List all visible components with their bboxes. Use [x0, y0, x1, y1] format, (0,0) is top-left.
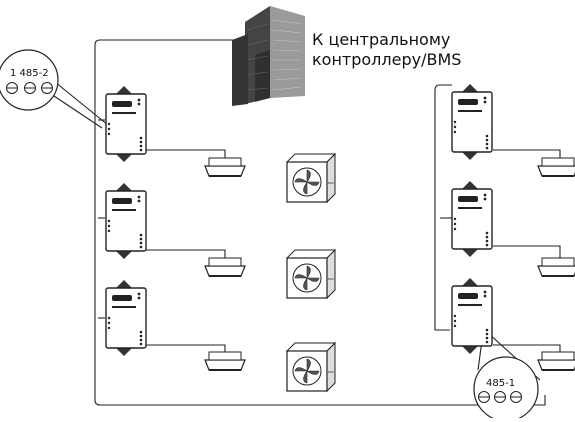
cassette-unit-icon [204, 351, 246, 371]
controller-right-1 [451, 83, 493, 161]
wiring [44, 39, 561, 406]
controller-left-3 [105, 279, 147, 357]
building-icon [232, 6, 305, 106]
terminal-block-icon: 1 485-2 [0, 49, 59, 111]
controller-left-2 [105, 182, 147, 260]
bms-label-line1: К центральному [312, 30, 451, 49]
cassette-unit-icon [537, 351, 575, 371]
terminal-block-icon: 485-1 [473, 356, 539, 422]
terminal-label-left: 1 485-2 [10, 68, 49, 79]
bms-label-line2: контроллеру/BMS [312, 50, 462, 69]
outdoor-unit-icon [286, 249, 336, 299]
bms-label: К центральному контроллеру/BMS [312, 30, 461, 70]
cassette-unit-icon [204, 157, 246, 177]
cassette-unit-icon [537, 157, 575, 177]
controller-left-1 [105, 85, 147, 163]
controller-right-3 [451, 277, 493, 355]
outdoor-unit-icon [286, 153, 336, 203]
cassette-unit-icon [204, 257, 246, 277]
controller-right-2 [451, 180, 493, 258]
terminal-label-right: 485-1 [486, 378, 515, 389]
cassette-unit-icon [537, 257, 575, 277]
outdoor-unit-icon [286, 342, 336, 392]
